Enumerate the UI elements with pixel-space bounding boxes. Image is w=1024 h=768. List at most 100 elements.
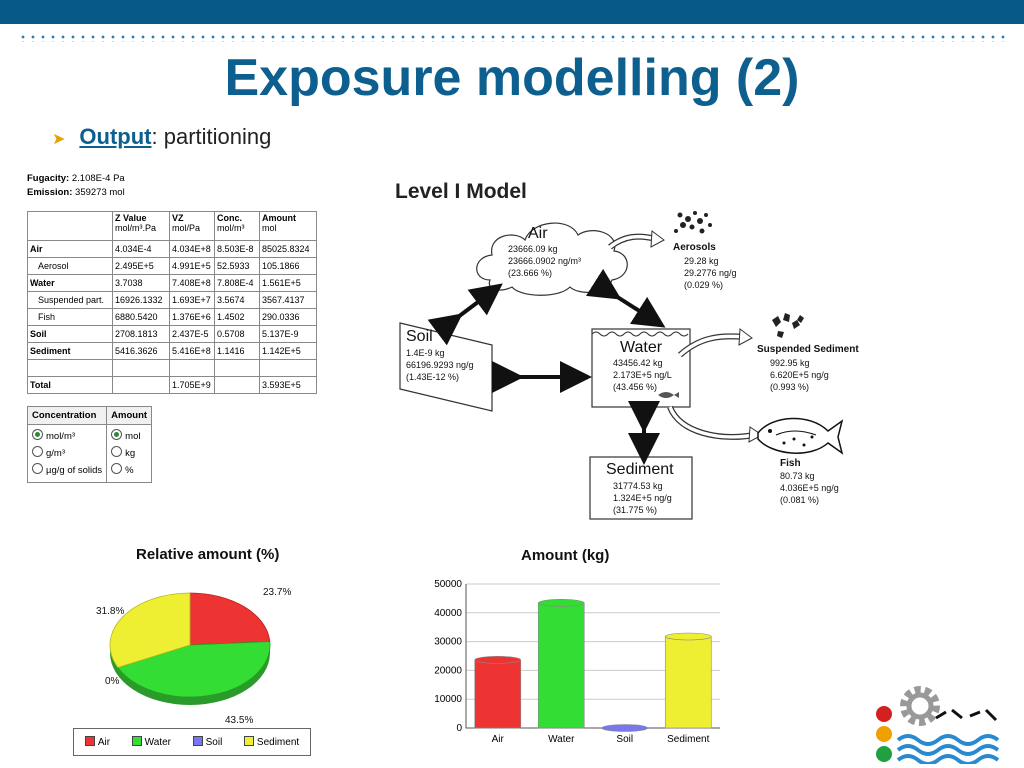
- table-cell: Aerosol: [27, 257, 113, 275]
- table-cell: [112, 359, 170, 377]
- fugacity-value: 2.108E-4 Pa: [71, 173, 125, 184]
- table-cell: 290.0336: [259, 308, 317, 326]
- fish-values: 80.73 kg 4.036E+5 ng/g (0.081 %): [780, 470, 839, 506]
- bullet-output: ➤Output: partitioning: [52, 124, 271, 150]
- table-cell: 1.693E+7: [169, 291, 215, 309]
- air-pct: (23.666 %): [508, 268, 553, 278]
- x-tick-label: Soil: [616, 734, 633, 745]
- bar-water: [537, 602, 585, 729]
- sediment-mass: 31774.53 kg: [613, 481, 663, 491]
- water-label: Water: [620, 339, 663, 356]
- radio-button[interactable]: [32, 429, 43, 440]
- radio-button[interactable]: [32, 446, 43, 457]
- air-label: Air: [528, 225, 548, 242]
- air-values: 23666.09 kg 23666.0902 ng/m³ (23.666 %): [508, 243, 581, 279]
- y-tick-label: 40000: [434, 608, 462, 619]
- legend-water-text: Water: [144, 737, 171, 748]
- water-fish-icon: [658, 392, 679, 398]
- bar-chart-title: Amount (kg): [521, 547, 610, 564]
- table-cell: [112, 376, 170, 394]
- aerosols-conc: 29.2776 ng/g: [684, 268, 737, 278]
- sediment-values: 31774.53 kg 1.324E+5 ng/g (31.775 %): [613, 480, 672, 516]
- fugacity-label: Fugacity:: [27, 173, 70, 184]
- table-cell: 7.408E+8: [169, 274, 215, 292]
- table-cell: [214, 359, 260, 377]
- suspended-label: Suspended Sediment: [757, 344, 859, 355]
- pie-legend: Air Water Soil Sediment: [73, 728, 311, 756]
- table-cell: 1.561E+5: [259, 274, 317, 292]
- table-cell: 1.142E+5: [259, 342, 317, 360]
- legend-air-text: Air: [97, 737, 111, 748]
- table-cell: Suspended part.: [27, 291, 113, 309]
- radio-label: µg/g of solids: [46, 465, 103, 476]
- table-cell: [27, 359, 113, 377]
- table-cell: 1.4502: [214, 308, 260, 326]
- x-tick-label: Water: [548, 734, 575, 745]
- aerosol-particles: [674, 211, 712, 234]
- air-mass: 23666.09 kg: [508, 244, 558, 254]
- table-cell: 52.5933: [214, 257, 260, 275]
- top-banner: [0, 0, 1024, 24]
- y-tick-label: 0: [456, 723, 462, 734]
- concentration-option[interactable]: g/m³: [32, 445, 102, 462]
- aerosols-mass: 29.28 kg: [684, 256, 719, 266]
- pie-label-water: 43.5%: [225, 715, 254, 726]
- pie-label-sediment: 31.8%: [96, 606, 125, 617]
- bar-air: [474, 659, 522, 729]
- legend-air: Air: [84, 736, 111, 748]
- table-cell: 2708.1813: [112, 325, 170, 343]
- fish-conc: 4.036E+5 ng/g: [780, 483, 839, 493]
- amount-option[interactable]: mol: [111, 428, 147, 445]
- radio-button[interactable]: [111, 446, 123, 457]
- table-cell: Soil: [27, 325, 113, 343]
- radio-button[interactable]: [111, 429, 123, 440]
- bar-top-water: [537, 599, 585, 607]
- table-cell: 105.1866: [259, 257, 317, 275]
- aerosols-label: Aerosols: [673, 242, 716, 253]
- suspended-values: 992.95 kg 6.620E+5 ng/g (0.993 %): [770, 357, 829, 393]
- legend-sediment: Sediment: [243, 736, 299, 748]
- radio-label: g/m³: [46, 448, 65, 459]
- table-cell: 85025.8324: [259, 240, 317, 258]
- table-cell: 5.137E-9: [259, 325, 317, 343]
- aerosols-pct: (0.029 %): [684, 280, 724, 290]
- table-cell: 4.034E+8: [169, 240, 215, 258]
- amount-option[interactable]: %: [111, 462, 147, 479]
- legend-soil: Soil: [192, 736, 222, 748]
- y-tick-label: 30000: [434, 637, 462, 648]
- sediment-conc: 1.324E+5 ng/g: [613, 493, 672, 503]
- water-conc: 2.173E+5 ng/L: [613, 370, 672, 380]
- water-pct: (43.456 %): [613, 382, 658, 392]
- table-cell: 1.705E+9: [169, 376, 215, 394]
- radio-button[interactable]: [111, 463, 123, 474]
- column-header-title: Conc.: [217, 213, 243, 223]
- y-tick-label: 20000: [434, 665, 462, 676]
- table-cell: 1.1416: [214, 342, 260, 360]
- pie-slice-sediment: [109, 592, 191, 668]
- amount-option[interactable]: kg: [111, 445, 147, 462]
- radio-button[interactable]: [32, 463, 43, 474]
- table-cell: 3567.4137: [259, 291, 317, 309]
- legend-water: Water: [131, 736, 171, 748]
- summary-block: Fugacity: 2.108E-4 Pa Emission: 359273 m…: [27, 172, 125, 200]
- table-cell: 16926.1332: [112, 291, 170, 309]
- soil-label: Soil: [406, 328, 433, 345]
- bullet-arrow-icon: ➤: [52, 131, 66, 148]
- concentration-option[interactable]: mol/m³: [32, 428, 102, 445]
- model-title: Level I Model: [395, 180, 527, 203]
- y-tick-label: 10000: [434, 694, 462, 705]
- concentration-option[interactable]: µg/g of solids: [32, 462, 102, 479]
- water-tank: [591, 328, 691, 408]
- pie-slice-air: [189, 592, 271, 646]
- y-tick-label: 50000: [434, 579, 462, 590]
- fish-label: Fish: [780, 458, 801, 469]
